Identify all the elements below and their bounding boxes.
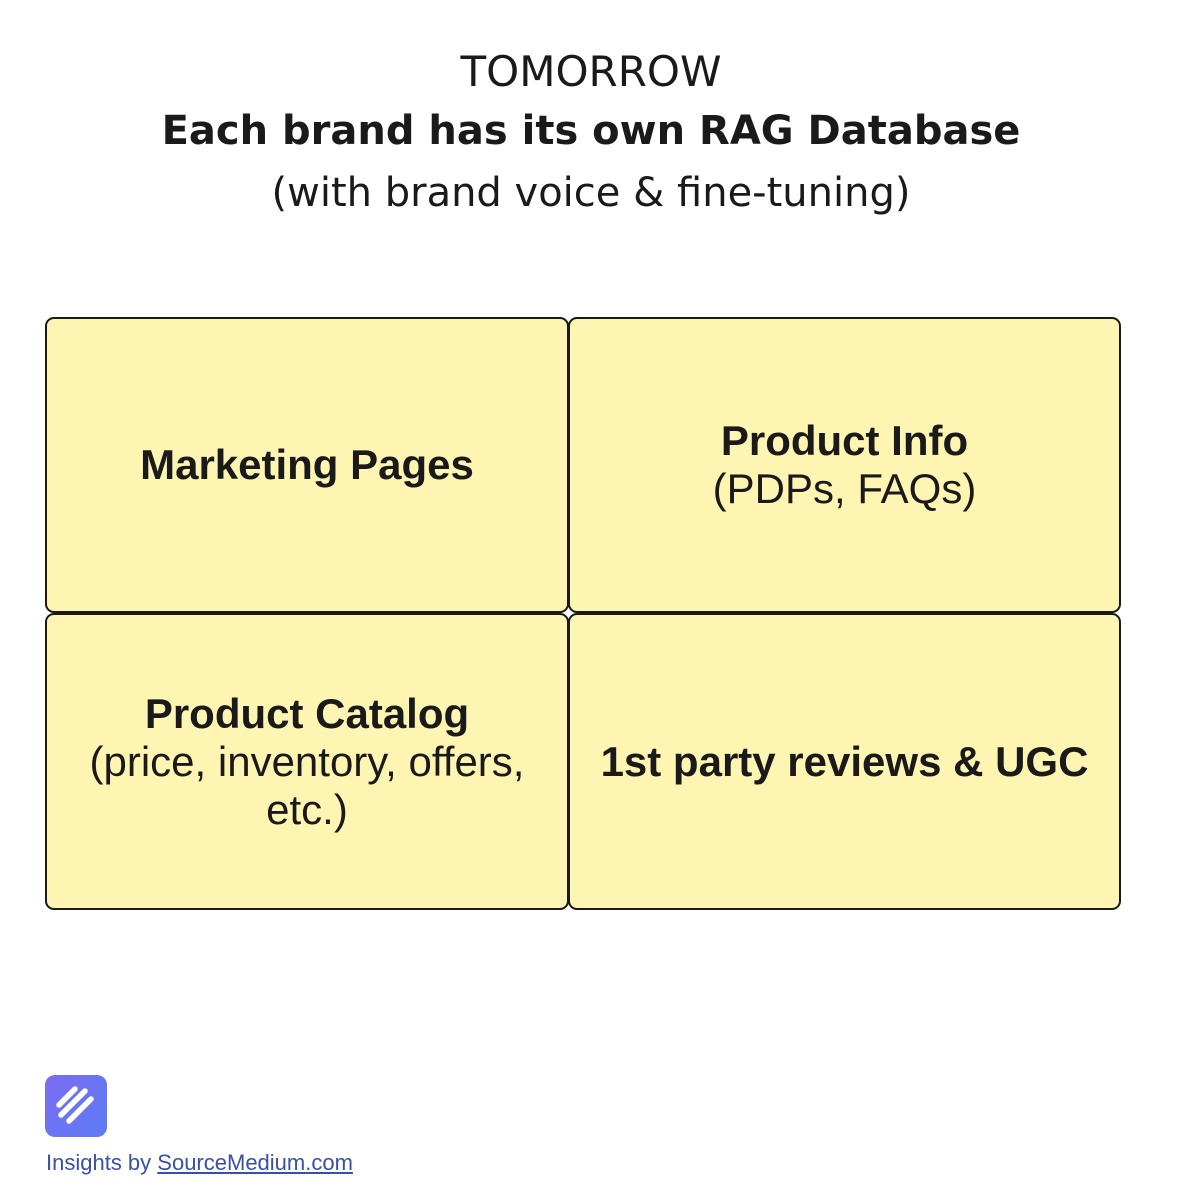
header: TOMORROW Each brand has its own RAG Data…: [0, 44, 1182, 224]
footer-prefix: Insights by: [46, 1150, 158, 1175]
footer-link[interactable]: SourceMedium.com: [157, 1150, 353, 1175]
cell-catalog-subtitle: (price, inventory, offers, etc.): [89, 737, 525, 833]
logo-stripes-icon: [56, 1086, 94, 1124]
cell-reviews-title: 1st party reviews & UGC: [600, 737, 1089, 785]
header-subtitle: (with brand voice & fine-tuning): [271, 170, 911, 216]
sourcemedium-logo-icon: [45, 1075, 107, 1137]
header-title: Each brand has its own RAG Database: [161, 108, 1021, 154]
cell-product-catalog: Product Catalog (price, inventory, offer…: [45, 613, 569, 910]
cell-marketing-title: Marketing Pages: [140, 441, 474, 488]
cell-product-info-subtitle: (PDPs, FAQs): [712, 465, 977, 512]
cell-catalog-title: Product Catalog: [144, 689, 470, 737]
footer-credit: Insights by SourceMedium.com: [46, 1148, 353, 1178]
cell-marketing-pages: Marketing Pages: [45, 317, 569, 613]
header-label: TOMORROW: [460, 47, 722, 96]
cell-reviews-ugc: 1st party reviews & UGC: [568, 613, 1121, 910]
cell-product-info-title: Product Info: [720, 417, 969, 464]
cell-product-info: Product Info (PDPs, FAQs): [568, 317, 1121, 613]
